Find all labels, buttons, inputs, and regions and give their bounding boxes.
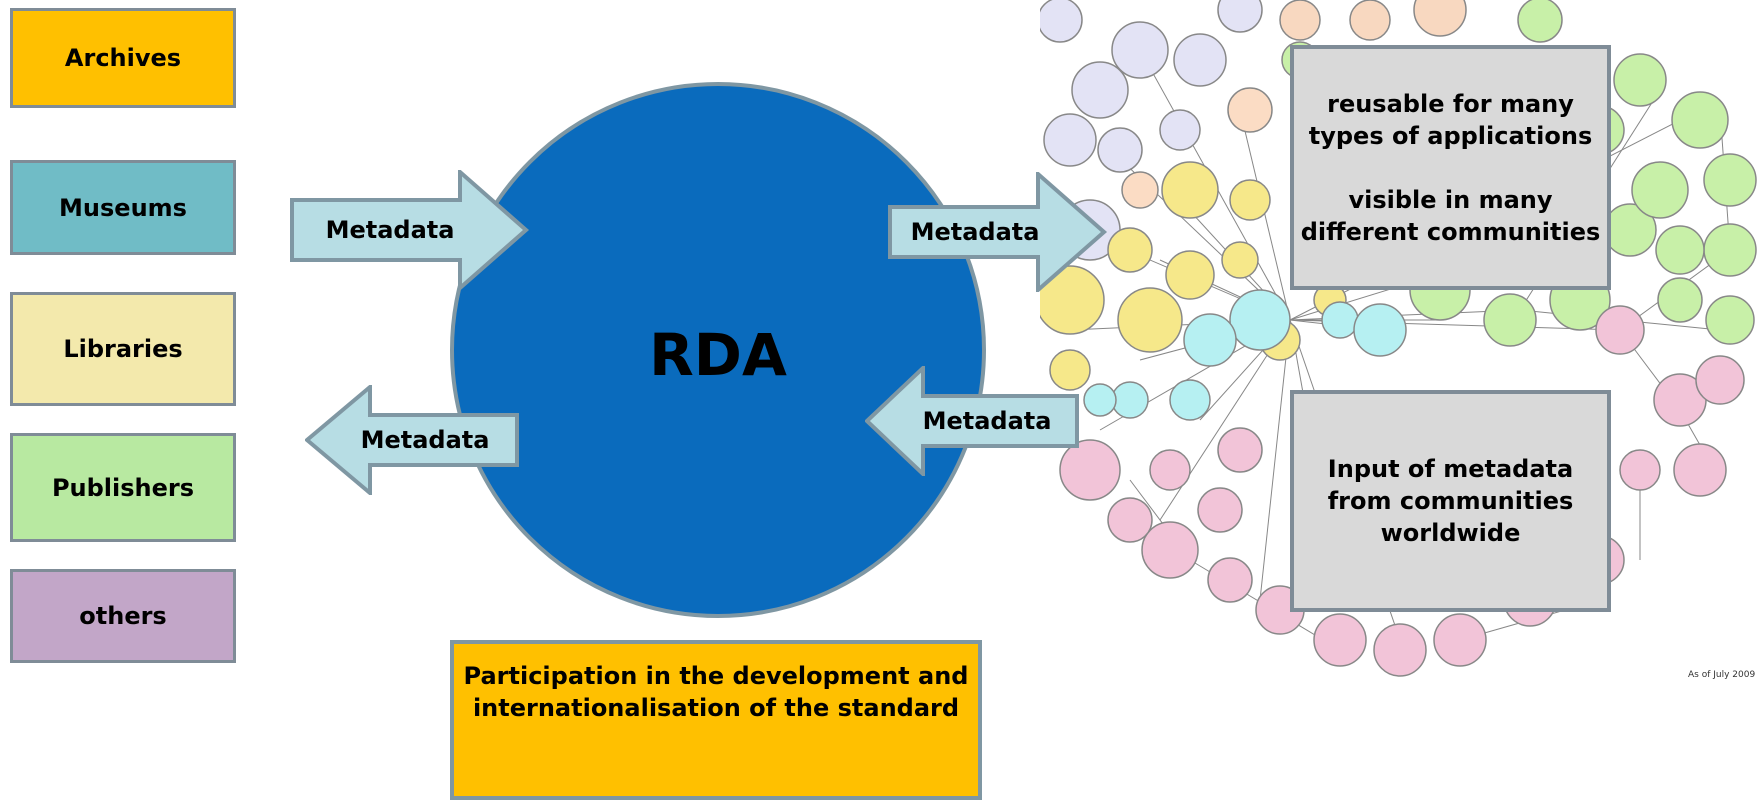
arrow-out-right-label: Metadata [910, 218, 1040, 246]
arrow-out-right [888, 172, 1108, 292]
arrow-out-left-label: Metadata [360, 426, 490, 454]
arrow-in-right [865, 366, 1079, 476]
rda-circle [450, 82, 986, 618]
libraries-box: Libraries [10, 292, 236, 406]
benefits-box: reusable for many types of applications … [1290, 45, 1611, 290]
libraries-label: Libraries [63, 335, 183, 363]
input-box: Input of metadata from communities world… [1290, 390, 1611, 612]
archives-label: Archives [64, 44, 182, 72]
arrow-in-right-label: Metadata [922, 407, 1052, 435]
arrow-in-left [290, 170, 530, 290]
archives-box: Archives [10, 8, 236, 108]
publishers-box: Publishers [10, 433, 236, 542]
rda-label: RDA [649, 321, 787, 389]
arrow-out-left [305, 385, 519, 495]
others-box: others [10, 569, 236, 663]
museums-label: Museums [59, 193, 187, 222]
arrow-in-left-label: Metadata [325, 216, 455, 244]
graph-date-note: As of July 2009 [1688, 670, 1756, 680]
museums-box: Museums [10, 160, 236, 255]
others-label: others [79, 602, 167, 630]
participation-box: Participation in the development and int… [450, 640, 982, 800]
publishers-label: Publishers [51, 473, 195, 502]
